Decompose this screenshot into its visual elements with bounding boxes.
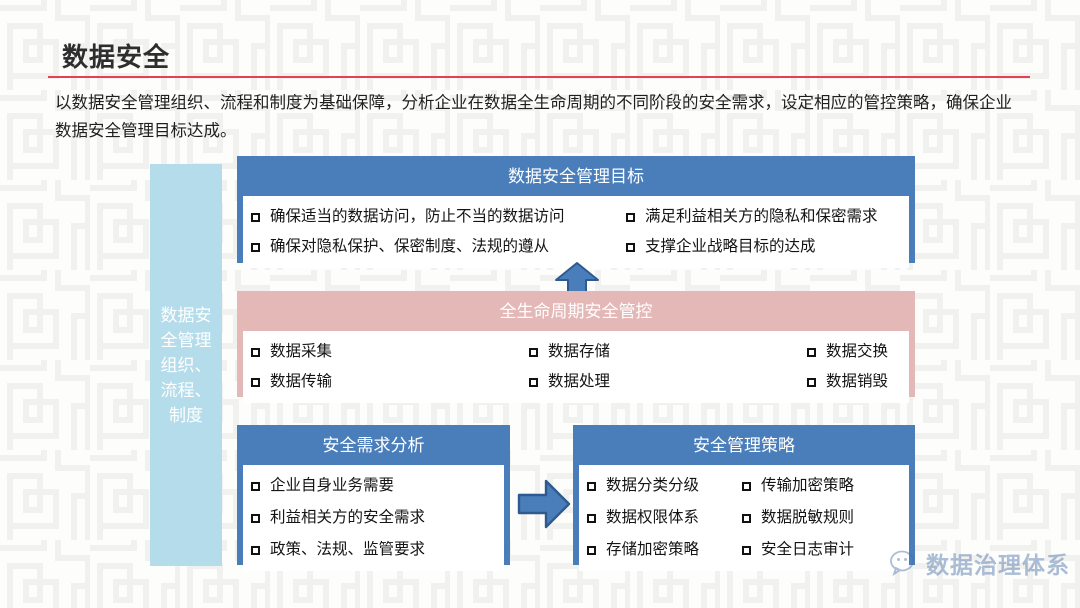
list-item: 数据权限体系 — [587, 507, 742, 529]
list-item-label: 数据交换 — [826, 343, 889, 360]
list-item: 数据采集 — [251, 341, 529, 363]
checkbox-icon — [251, 242, 260, 252]
checkbox-icon — [587, 545, 596, 555]
list-item-label: 满足利益相关方的隐私和保密需求 — [645, 208, 878, 225]
checkbox-icon — [807, 347, 816, 357]
checkbox-icon — [251, 513, 260, 523]
checkbox-icon — [251, 545, 260, 555]
list-item: 安全日志审计 — [742, 539, 901, 561]
panel-strategy-title: 安全管理策略 — [693, 436, 795, 455]
list-item: 满足利益相关方的隐私和保密需求 — [626, 206, 901, 228]
pillar-label: 数据安全管理组织、流程、制度 — [160, 305, 212, 425]
list-item-label: 企业自身业务需要 — [270, 477, 395, 494]
list-item: 政策、法规、监管要求 — [251, 539, 496, 561]
list-item-label: 确保对隐私保护、保密制度、法规的遵从 — [270, 238, 550, 255]
checkbox-icon — [807, 377, 816, 387]
list-item: 存储加密策略 — [587, 539, 742, 561]
panel-security-management-strategy[interactable]: 安全管理策略 数据分类分级 传输加密策略 数据权限体系 数据脱敏规则 存储加密策… — [573, 425, 915, 571]
list-item: 数据分类分级 — [587, 475, 742, 497]
list-item-label: 数据处理 — [548, 373, 611, 390]
panel-goal-body: 确保适当的数据访问，防止不当的数据访问 满足利益相关方的隐私和保密需求 确保对隐… — [243, 196, 909, 268]
list-item-label: 政策、法规、监管要求 — [270, 541, 426, 558]
list-item-label: 数据权限体系 — [606, 509, 700, 526]
panel-demand-body: 企业自身业务需要 利益相关方的安全需求 政策、法规、监管要求 — [243, 465, 504, 571]
list-item: 确保对隐私保护、保密制度、法规的遵从 — [251, 236, 626, 258]
checkbox-icon — [251, 377, 260, 387]
panel-strategy-bullet-grid: 数据分类分级 传输加密策略 数据权限体系 数据脱敏规则 存储加密策略 安全日志审… — [587, 475, 901, 561]
list-item-label: 存储加密策略 — [606, 541, 700, 558]
checkbox-icon — [626, 212, 635, 222]
list-item: 传输加密策略 — [742, 475, 901, 497]
arrow-right-icon — [517, 479, 571, 529]
list-item: 数据脱敏规则 — [742, 507, 901, 529]
list-item: 支撑企业战略目标的达成 — [626, 236, 901, 258]
list-item-label: 数据采集 — [270, 343, 333, 360]
list-item-label: 确保适当的数据访问，防止不当的数据访问 — [270, 208, 565, 225]
panel-lifecycle-body: 数据采集 数据存储 数据交换 数据传输 数据处理 数据销毁 — [243, 331, 909, 403]
pillar-foundation: 数据安全管理组织、流程、制度 — [150, 164, 222, 566]
checkbox-icon — [742, 545, 751, 555]
panel-security-demand-analysis[interactable]: 安全需求分析 企业自身业务需要 利益相关方的安全需求 政策、法规、监管要求 — [237, 425, 510, 571]
panel-lifecycle-control[interactable]: 全生命周期安全管控 数据采集 数据存储 数据交换 数据传输 数据处理 数据销毁 — [237, 291, 915, 403]
checkbox-icon — [587, 513, 596, 523]
list-item: 数据交换 — [807, 341, 901, 363]
checkbox-icon — [251, 347, 260, 357]
list-item-label: 数据销毁 — [826, 373, 889, 390]
list-item-label: 利益相关方的安全需求 — [270, 509, 426, 526]
list-item: 企业自身业务需要 — [251, 475, 496, 497]
checkbox-icon — [742, 481, 751, 491]
checkbox-icon — [251, 212, 260, 222]
checkbox-icon — [626, 242, 635, 252]
panel-strategy-body: 数据分类分级 传输加密策略 数据权限体系 数据脱敏规则 存储加密策略 安全日志审… — [579, 465, 909, 571]
list-item-label: 数据传输 — [270, 373, 333, 390]
panel-goal-title: 数据安全管理目标 — [508, 167, 644, 186]
list-item: 数据存储 — [529, 341, 807, 363]
panel-demand-bullet-grid: 企业自身业务需要 利益相关方的安全需求 政策、法规、监管要求 — [251, 475, 496, 561]
list-item: 数据处理 — [529, 371, 807, 393]
checkbox-icon — [251, 481, 260, 491]
panel-demand-title: 安全需求分析 — [322, 436, 425, 455]
checkbox-icon — [742, 513, 751, 523]
panel-lifecycle-title: 全生命周期安全管控 — [499, 302, 653, 321]
panel-goal-bullet-grid: 确保适当的数据访问，防止不当的数据访问 满足利益相关方的隐私和保密需求 确保对隐… — [251, 206, 901, 258]
list-item: 确保适当的数据访问，防止不当的数据访问 — [251, 206, 626, 228]
panel-security-goal[interactable]: 数据安全管理目标 确保适当的数据访问，防止不当的数据访问 满足利益相关方的隐私和… — [237, 156, 915, 268]
panel-lifecycle-bullet-grid: 数据采集 数据存储 数据交换 数据传输 数据处理 数据销毁 — [251, 341, 901, 393]
list-item-label: 数据分类分级 — [606, 477, 700, 494]
checkbox-icon — [529, 347, 538, 357]
checkbox-icon — [587, 481, 596, 491]
list-item-label: 支撑企业战略目标的达成 — [645, 238, 816, 255]
list-item-label: 传输加密策略 — [761, 477, 855, 494]
list-item: 数据销毁 — [807, 371, 901, 393]
list-item-label: 数据脱敏规则 — [761, 509, 855, 526]
list-item-label: 安全日志审计 — [761, 541, 855, 558]
list-item: 数据传输 — [251, 371, 529, 393]
list-item-label: 数据存储 — [548, 343, 611, 360]
list-item: 利益相关方的安全需求 — [251, 507, 496, 529]
checkbox-icon — [529, 377, 538, 387]
arrow-up-icon — [555, 262, 599, 293]
